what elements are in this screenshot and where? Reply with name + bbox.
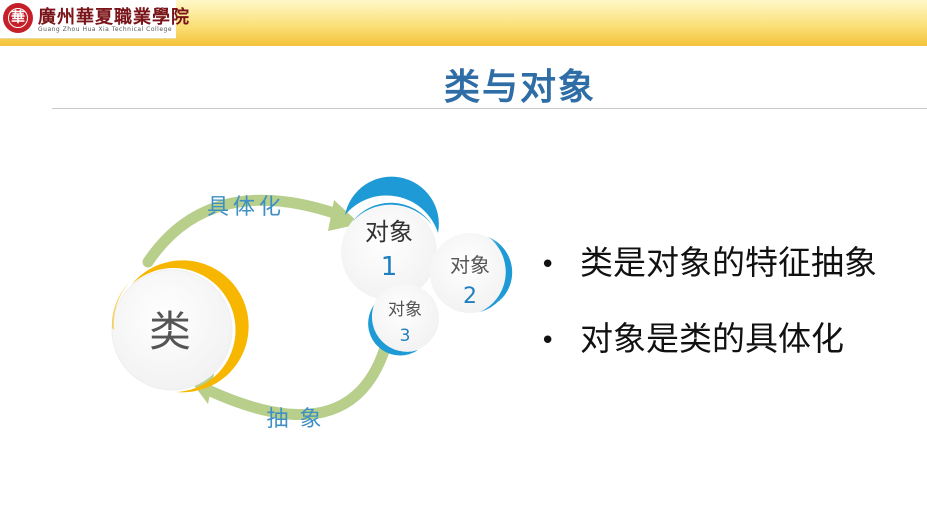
object-3-circle: 对象 3 <box>368 284 439 356</box>
object-1-number: 1 <box>381 252 398 282</box>
object-2-label: 对象 <box>450 253 490 277</box>
college-name: 廣州華夏職業學院 <box>38 7 190 28</box>
bullet-text: 对象是类的具体化 <box>580 319 844 358</box>
college-seal-icon: 華 <box>3 3 33 33</box>
class-circle: 类 <box>111 260 249 393</box>
slide-title: 类与对象 <box>443 67 596 108</box>
abstract-arrow <box>202 342 391 421</box>
title-divider <box>52 108 927 109</box>
bullet-item: • 类是对象的特征抽象 <box>540 236 877 284</box>
object-1-circle: 对象 1 <box>341 176 439 300</box>
bullet-marker: • <box>540 249 556 280</box>
concretize-label: 具体化 <box>207 195 285 220</box>
class-object-diagram: 类 对象 1 对象 2 对象 3 具体化 抽 象 <box>111 176 513 432</box>
object-2-number: 2 <box>463 284 477 309</box>
bullet-text: 类是对象的特征抽象 <box>580 243 877 282</box>
bullet-item: • 对象是类的具体化 <box>540 312 844 360</box>
header-bar: 華 廣州華夏職業學院 Guang Zhou Hua Xia Technical … <box>0 0 927 46</box>
abstract-label: 抽 象 <box>267 407 324 432</box>
college-name-english: Guang Zhou Hua Xia Technical College <box>38 26 173 33</box>
object-1-label: 对象 <box>365 218 413 246</box>
object-2-circle: 对象 2 <box>430 233 513 313</box>
bullet-marker: • <box>540 325 556 356</box>
object-3-number: 3 <box>400 326 411 346</box>
college-logo: 華 廣州華夏職業學院 Guang Zhou Hua Xia Technical … <box>0 0 189 39</box>
object-3-label: 对象 <box>388 300 422 320</box>
class-label: 类 <box>149 307 191 356</box>
concretize-arrow <box>142 194 346 268</box>
